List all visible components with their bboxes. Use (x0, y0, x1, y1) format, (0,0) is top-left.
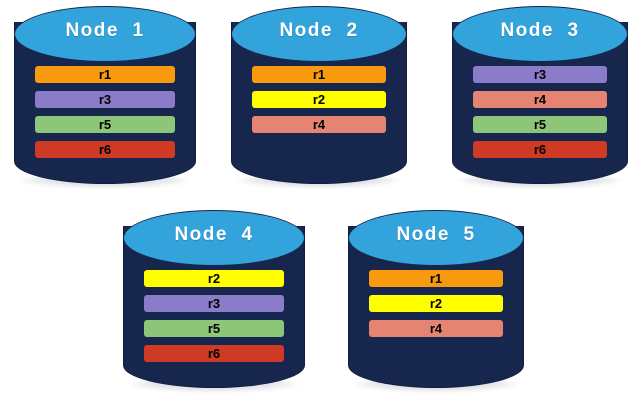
replica-stack: r1 r2 r4 (231, 66, 407, 133)
cylinder-top-ellipse (14, 6, 196, 62)
database-node-5[interactable]: Node 5 r1 r2 r4 (348, 210, 524, 392)
cylinder-top-ellipse (452, 6, 628, 62)
database-node-3[interactable]: Node 3 r3 r4 r5 r6 (452, 6, 628, 188)
replica-bar-r2[interactable]: r2 (144, 270, 284, 287)
replica-stack: r1 r2 r4 (348, 270, 524, 337)
node-label: Node 3 (500, 20, 580, 41)
replica-bar-r4[interactable]: r4 (473, 91, 607, 108)
replica-bar-r4[interactable]: r4 (252, 116, 386, 133)
node-label: Node 4 (174, 224, 254, 245)
replica-bar-r2[interactable]: r2 (369, 295, 503, 312)
replica-bar-r1[interactable]: r1 (369, 270, 503, 287)
replica-bar-r6[interactable]: r6 (473, 141, 607, 158)
cylinder-top-ellipse (231, 6, 407, 62)
replica-stack: r3 r4 r5 r6 (452, 66, 628, 158)
replica-bar-r6[interactable]: r6 (35, 141, 175, 158)
replica-bar-r4[interactable]: r4 (369, 320, 503, 337)
replica-bar-r6[interactable]: r6 (144, 345, 284, 362)
node-label: Node 2 (279, 20, 359, 41)
replica-stack: r2 r3 r5 r6 (123, 270, 305, 362)
cylinder-top-ellipse (348, 210, 524, 266)
node-label: Node 1 (65, 20, 145, 41)
replica-bar-r5[interactable]: r5 (35, 116, 175, 133)
database-node-2[interactable]: Node 2 r1 r2 r4 (231, 6, 407, 188)
replica-bar-r1[interactable]: r1 (35, 66, 175, 83)
replica-bar-r5[interactable]: r5 (473, 116, 607, 133)
database-node-4[interactable]: Node 4 r2 r3 r5 r6 (123, 210, 305, 392)
replica-stack: r1 r3 r5 r6 (14, 66, 196, 158)
database-node-1[interactable]: Node 1 r1 r3 r5 r6 (14, 6, 196, 188)
replica-bar-r1[interactable]: r1 (252, 66, 386, 83)
replica-bar-r2[interactable]: r2 (252, 91, 386, 108)
replica-bar-r3[interactable]: r3 (473, 66, 607, 83)
node-label: Node 5 (396, 224, 476, 245)
cylinder-top-ellipse (123, 210, 305, 266)
replica-bar-r5[interactable]: r5 (144, 320, 284, 337)
replica-bar-r3[interactable]: r3 (144, 295, 284, 312)
replica-bar-r3[interactable]: r3 (35, 91, 175, 108)
